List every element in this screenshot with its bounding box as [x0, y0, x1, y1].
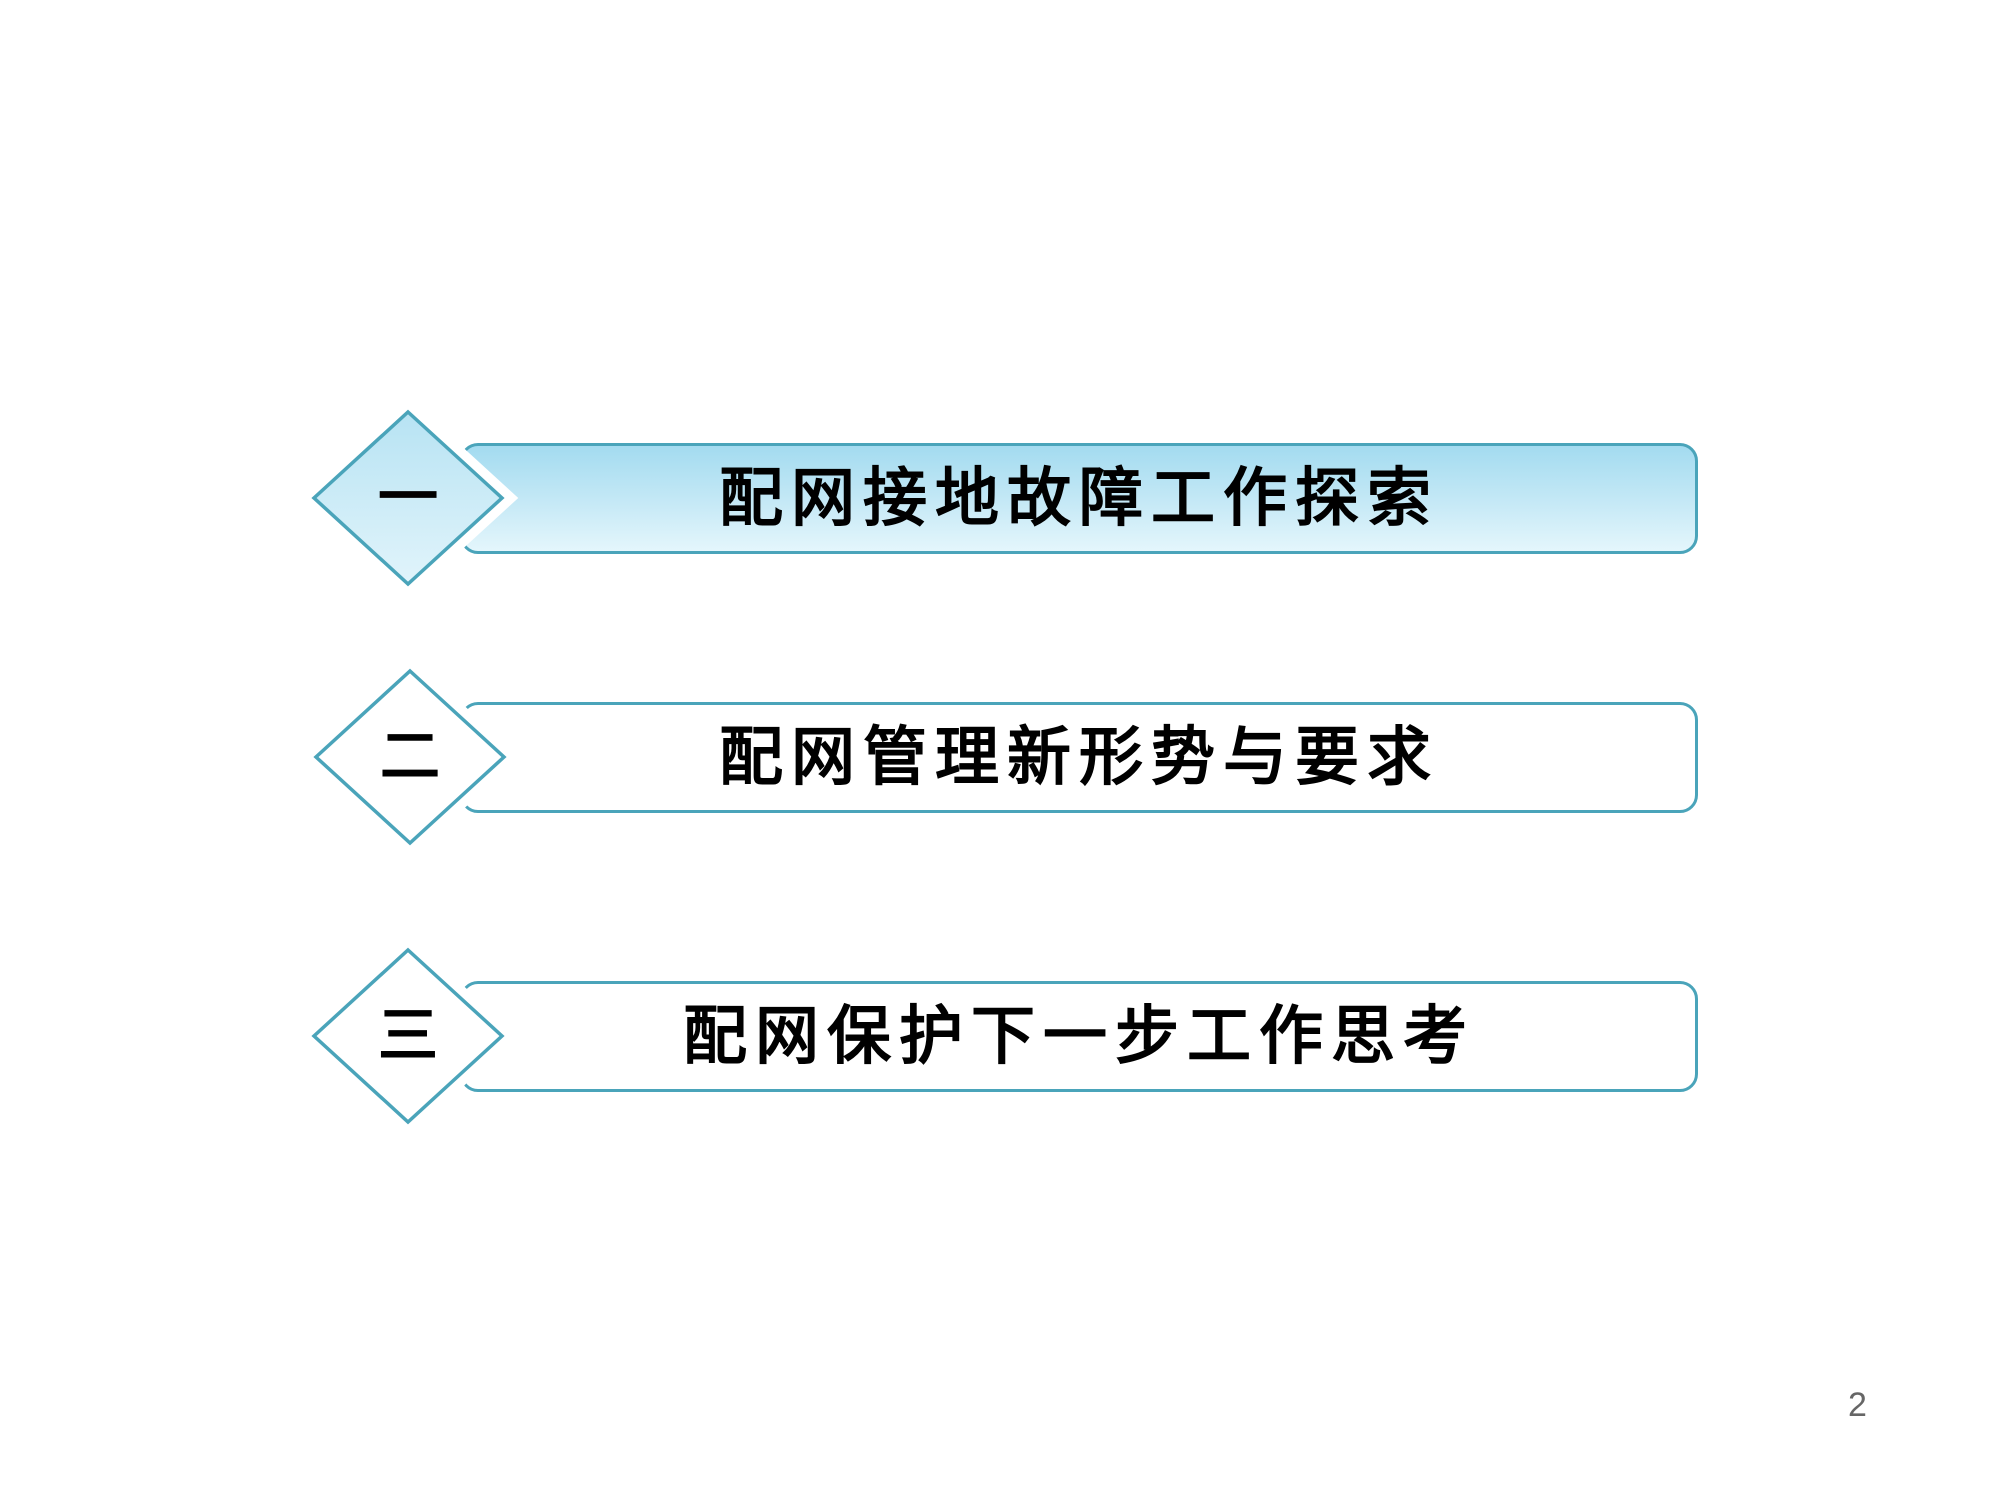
agenda-diamond-3: 三 [283, 921, 533, 1151]
agenda-title-1: 配网接地故障工作探索 [719, 460, 1439, 536]
agenda-banner-2: 配网管理新形势与要求 [460, 702, 1698, 813]
agenda-index-2: 二 [380, 722, 440, 792]
agenda-diamond-1: 一 [283, 383, 533, 613]
diamond-shape-icon [297, 935, 519, 1137]
agenda-title-2: 配网管理新形势与要求 [719, 719, 1439, 795]
agenda-title-3: 配网保护下一步工作思考 [683, 998, 1475, 1074]
page-number: 2 [1848, 1386, 1867, 1424]
agenda-index-1: 一 [378, 463, 438, 533]
agenda-banner-1: 配网接地故障工作探索 [460, 443, 1698, 554]
agenda-diamond-2: 二 [285, 642, 535, 872]
diamond-shape-icon [297, 397, 519, 599]
diamond-shape-icon [299, 656, 521, 858]
agenda-banner-3: 配网保护下一步工作思考 [460, 981, 1698, 1092]
agenda-index-3: 三 [378, 1001, 438, 1071]
